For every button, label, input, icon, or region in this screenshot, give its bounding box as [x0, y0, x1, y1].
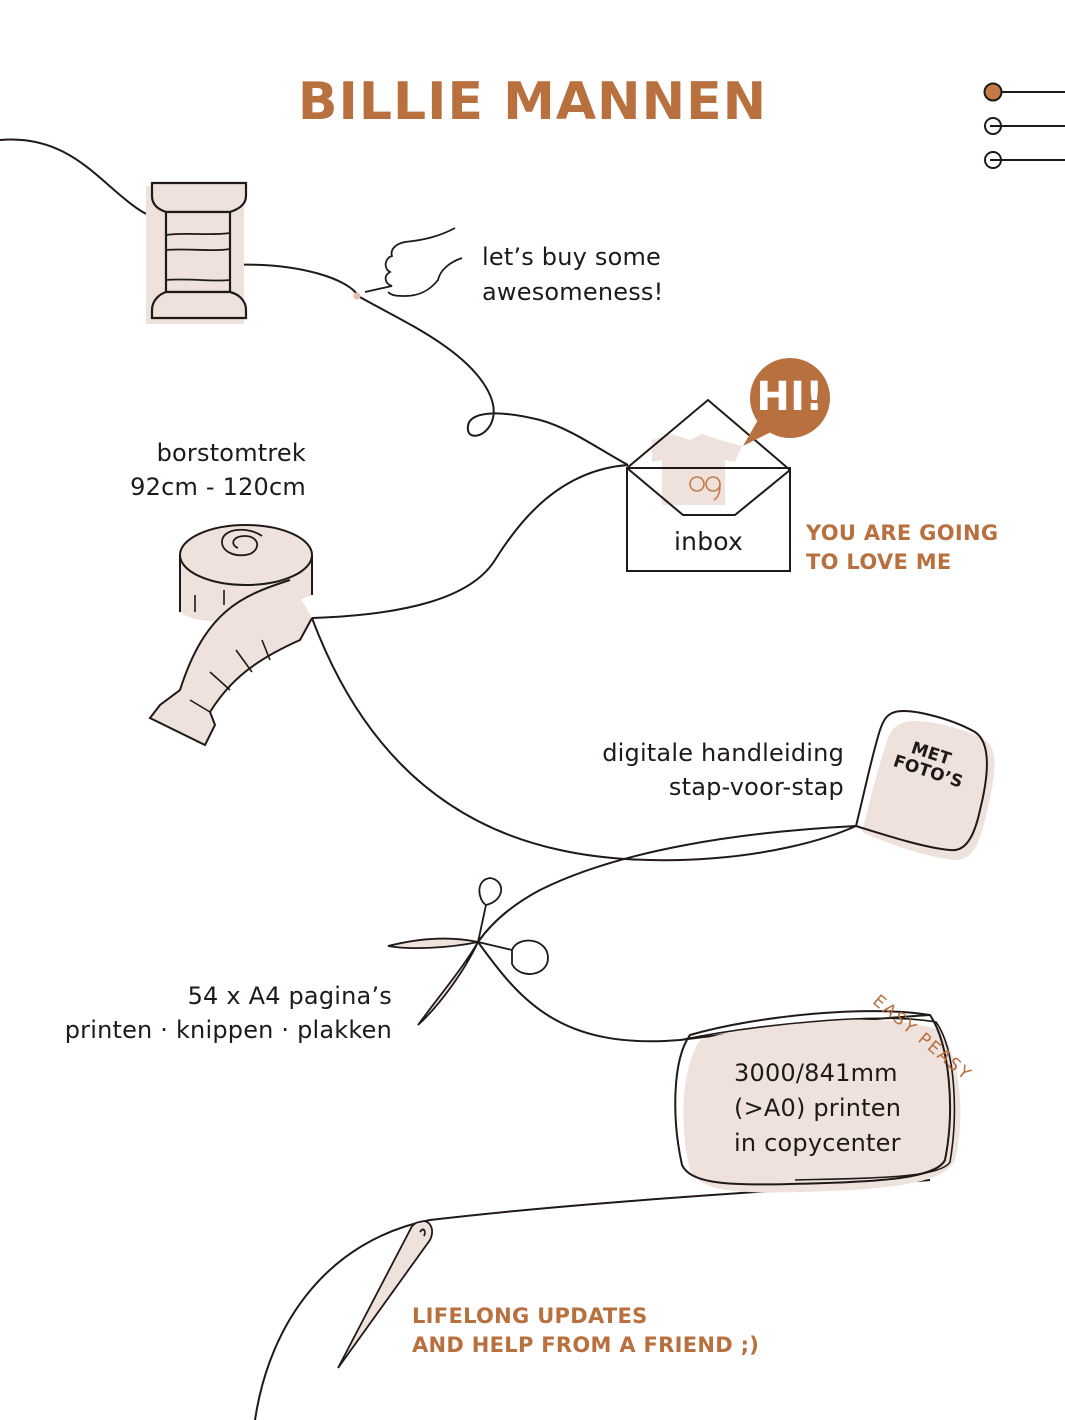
nav-indicator-item-active[interactable] — [983, 82, 1065, 102]
thread-spool-icon — [146, 181, 248, 324]
inbox-note-line1: YOU ARE GOING — [806, 521, 999, 545]
pointing-hand-icon — [353, 227, 463, 300]
brand-logo-icon — [689, 476, 721, 501]
size-caption-line2: 92cm - 120cm — [130, 473, 306, 501]
manual-caption-line2: stap-voor-stap — [668, 773, 844, 801]
inbox-note-line2: TO LOVE ME — [806, 550, 952, 574]
nav-indicator-item[interactable] — [984, 151, 1065, 169]
photo-tag-icon — [854, 710, 995, 860]
print-a0-line3: in copycenter — [734, 1129, 901, 1157]
envelope-icon — [626, 398, 791, 572]
measuring-tape-icon — [148, 524, 313, 747]
scissors-icon — [387, 877, 549, 1026]
speech-bubble-text: HI! — [756, 374, 824, 420]
envelope-label: inbox — [674, 527, 743, 556]
print-a4-caption-line2: printen · knippen · plakken — [64, 1016, 392, 1044]
print-a0-line1: 3000/841mm — [734, 1059, 898, 1087]
page-title: BILLIE MANNEN — [297, 72, 768, 132]
size-caption-line1: borstomtrek — [156, 439, 306, 467]
support-note-line2: AND HELP FROM A FRIEND ;) — [412, 1333, 760, 1357]
print-card-icon — [674, 1010, 961, 1193]
print-a4-caption-line1: 54 x A4 pagina’s — [187, 982, 392, 1010]
speech-bubble-icon — [743, 358, 830, 446]
buy-caption-line1: let’s buy some — [482, 243, 662, 271]
nav-indicator — [983, 82, 1065, 169]
print-a0-line2: (>A0) printen — [734, 1094, 902, 1122]
manual-caption-line1: digitale handleiding — [602, 739, 844, 767]
support-note-line1: LIFELONG UPDATES — [412, 1304, 648, 1328]
nav-indicator-item[interactable] — [984, 117, 1065, 135]
needle-icon — [337, 1220, 433, 1369]
buy-caption-line2: awesomeness! — [482, 278, 664, 306]
